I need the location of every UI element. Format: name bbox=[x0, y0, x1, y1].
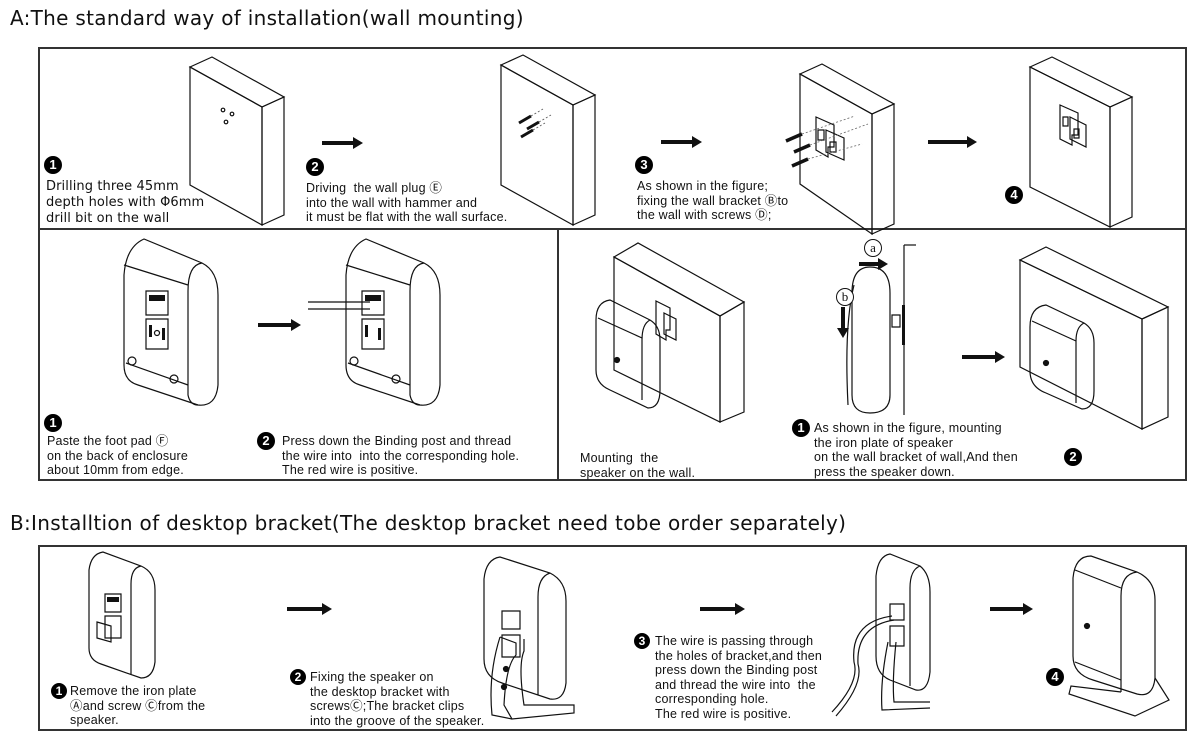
section-a-frame bbox=[38, 47, 1187, 481]
caption-a2-1: Paste the foot pad Ⓕ on the back of encl… bbox=[47, 434, 188, 477]
caption-b-2: Fixing the speaker on the desktop bracke… bbox=[310, 670, 485, 728]
section-b-frame bbox=[38, 545, 1187, 731]
label-b-marker: b bbox=[836, 288, 854, 306]
speaker-on-desk-bracket-illustration bbox=[480, 555, 575, 725]
step-badge-b-1: 1 bbox=[51, 683, 67, 699]
right-arrow-icon bbox=[990, 603, 1033, 615]
speaker-back-illustration bbox=[118, 235, 228, 410]
step-badge-a2-2: 2 bbox=[257, 432, 275, 450]
caption-a3-1: As shown in the figure, mounting the iro… bbox=[814, 421, 1018, 479]
wire-through-bracket-illustration bbox=[830, 552, 930, 722]
down-arrow-icon bbox=[841, 307, 845, 329]
caption-a1-3: As shown in the figure; fixing the wall … bbox=[637, 179, 789, 222]
label-a-marker: a bbox=[864, 239, 882, 257]
section-a-col-divider bbox=[557, 228, 559, 481]
speaker-on-desk-final-illustration bbox=[1065, 552, 1170, 724]
right-arrow-icon bbox=[928, 136, 977, 148]
step-badge-a1-1: 1 bbox=[44, 156, 62, 174]
step-badge-a3-1: 1 bbox=[792, 419, 810, 437]
section-a-title: A:The standard way of installation(wall … bbox=[10, 6, 524, 30]
caption-b-1: Remove the iron plate Ⓐand screw Ⓒfrom t… bbox=[70, 684, 206, 727]
bracket-screws-illustration bbox=[780, 62, 920, 232]
right-arrow-icon bbox=[287, 603, 332, 615]
wall-drilled-illustration bbox=[186, 55, 306, 230]
speaker-on-wall-illustration bbox=[590, 240, 760, 425]
step-badge-b-3: 3 bbox=[634, 633, 650, 649]
down-arrow-head bbox=[837, 328, 849, 338]
section-b-title: B:Installtion of desktop bracket(The des… bbox=[10, 511, 847, 535]
step-badge-a3-2: 2 bbox=[1064, 448, 1082, 466]
step-badge-b-2: 2 bbox=[290, 669, 306, 685]
caption-a1-1: Drilling three 45mm depth holes with Φ6m… bbox=[46, 179, 205, 226]
wall-plug-illustration bbox=[497, 53, 617, 228]
step-badge-a1-2: 2 bbox=[306, 158, 324, 176]
right-arrow-icon bbox=[258, 319, 301, 331]
caption-a2-2: Press down the Binding post and thread t… bbox=[282, 434, 520, 477]
section-a-row-divider bbox=[38, 228, 1187, 230]
right-arrow-icon bbox=[322, 137, 363, 149]
speaker-back-plate-illustration bbox=[85, 550, 165, 680]
bracket-mounted-illustration bbox=[1026, 55, 1146, 230]
caption-a1-2: Driving the wall plug Ⓔ into the wall wi… bbox=[306, 181, 508, 224]
step-badge-a2-1: 1 bbox=[44, 414, 62, 432]
caption-b-3: The wire is passing through the holes of… bbox=[655, 634, 823, 721]
step-badge-b-4: 4 bbox=[1046, 668, 1064, 686]
right-arrow-icon bbox=[962, 351, 1005, 363]
step-badge-a1-4: 4 bbox=[1005, 186, 1023, 204]
speaker-mounted-final-illustration bbox=[1016, 245, 1181, 430]
step-badge-a1-3: 3 bbox=[635, 156, 653, 174]
right-arrow-icon bbox=[859, 258, 888, 270]
caption-mount-on-wall: Mounting the speaker on the wall. bbox=[580, 451, 696, 480]
right-arrow-icon bbox=[661, 136, 702, 148]
speaker-wire-illustration bbox=[306, 235, 446, 410]
right-arrow-icon bbox=[700, 603, 745, 615]
